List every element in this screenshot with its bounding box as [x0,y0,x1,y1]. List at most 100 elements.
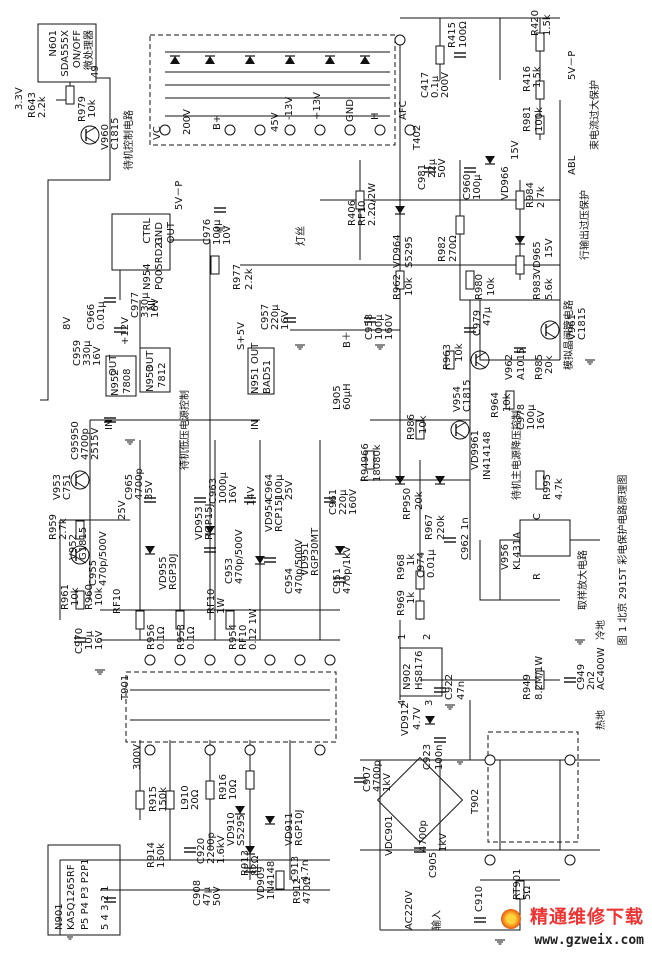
c981-v: 50V [437,158,448,178]
terminal-pin [484,754,496,766]
r977-val: 2.2k [244,268,255,290]
r406-val: 2.2Ω/2W [367,183,378,226]
tap-45v: 45V [270,112,281,132]
r981-val: 100k [534,107,545,132]
n902-name: N902 [402,663,413,690]
vd951-val: RGP30MT [310,527,321,576]
n954-ni: NI [147,300,158,310]
r967-name: R967 [424,514,435,540]
c965-v: 35V [144,480,155,500]
standby-ctrl: 待机控制电路 [122,110,135,170]
tap-200v: 200V [182,109,193,135]
n953-out: OUT [145,350,156,372]
wire [165,51,390,86]
resistor-symbol [515,190,525,210]
capacitor-symbol [193,497,207,503]
c9595-v: 2515V [90,428,101,460]
c959-name: C959 [72,340,83,366]
transistor-symbol [70,470,90,490]
c957-val: 220μ [270,304,281,330]
c907-name: C907 [362,766,373,792]
c920-val: 2200p [206,832,217,864]
c953-name: C953 [224,558,235,584]
ground-symbol [64,934,76,940]
mcu-n601-box [37,23,97,83]
c978-v: 16V [536,410,547,430]
c963-v: 16V [228,484,239,504]
ground-symbol [444,704,456,710]
c907-v: 1kV [382,773,393,792]
vd910-val: S5295 [236,814,247,846]
ground-symbol [374,344,386,350]
c970-name: C970 [74,628,85,654]
c977-val: 330μ [140,292,151,318]
terminal-pin [324,654,336,666]
figure-caption: 图 1 北京 2915T 彩电保护电路原理图 [616,475,629,646]
v12: +12V [120,317,131,345]
c951-name: C951 [332,568,343,594]
tap-bplus: B+ [212,115,223,130]
n902-p2: 2 [422,634,433,640]
ac220: AC220V [404,890,415,930]
r415-name: R415 [447,22,458,48]
c976-val: 100μ [212,219,223,245]
c949-name: C949 [576,664,587,690]
r960-val: 10k [94,587,105,606]
c961-v: 160V [348,489,359,515]
resistor-symbol [205,780,215,800]
n952-out: OUT [108,354,119,376]
c974-name: C974 [416,552,427,578]
n954-box [111,213,171,271]
standby-main: 待机主电源降压控制 [510,410,523,500]
resistor-symbol [65,85,75,105]
n601-l1: SDA555X [60,30,71,77]
r406-name: R406 [347,200,358,226]
r949-name: R949 [522,674,533,700]
n952-name: N952 [110,369,121,396]
n902-part: HS8176 [414,651,425,690]
r912-name: R912 [292,878,303,904]
n954-gnd: GND [154,222,165,245]
wire [59,859,330,935]
v961-name: V961 [567,314,578,340]
n601-l2: ON/OFF [72,30,83,68]
r406-rf: RF10 [357,201,368,226]
c960-name: C960 [462,174,473,200]
c910-name: C910 [474,886,485,912]
c963-val: 1000μ [218,472,229,504]
c905-val: 4700p [418,820,429,852]
diode-symbol [424,715,436,725]
r983-name: R983 [532,274,543,300]
c954-val: 470p/500V [294,539,305,594]
rt901-name: RT901 [512,869,523,900]
ground-symbol [94,669,106,675]
c978-name: C978 [516,404,527,430]
r961-val: 10k [70,587,81,606]
c417-v: 200V [440,72,451,98]
c922-val: 47n [456,681,467,700]
c974-val: 0.01μ [426,549,437,578]
c963-name: C963 [208,478,219,504]
diode-symbol [144,545,156,555]
rt901-val: 5Ω [522,886,533,900]
rf10: RF10 [112,589,123,614]
v954-name: V954 [452,386,463,412]
filament: 灯丝 [295,226,307,246]
terminal-pin [174,654,186,666]
r916-name: R916 [218,774,229,800]
ground-symbol [574,639,586,645]
terminal-pin [314,124,326,136]
n601-l0: N601 [48,30,59,57]
vdc901: VDC901 [384,815,395,856]
r977-name: R977 [232,264,243,290]
rp950-val: 20k [414,491,425,510]
vd953-val: RGP15J [204,504,215,540]
sample-amp: 取样放大电路 [576,550,589,610]
v33-label: 3.3V [14,87,25,110]
terminal-pin [284,124,296,136]
c955-name: C955 [88,560,99,586]
c905-name: C905 [428,852,439,878]
r984-name: R984 [525,182,536,208]
c979-name: C979 [472,310,483,336]
vd909-name: VD909 [256,866,267,900]
